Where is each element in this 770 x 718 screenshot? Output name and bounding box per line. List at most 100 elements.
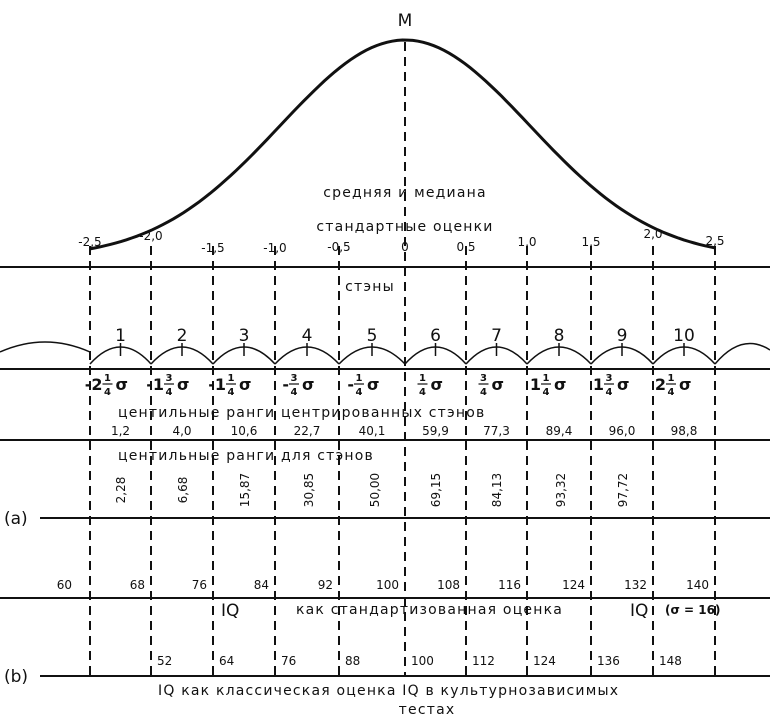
sten-percentile: 15,87 [238,473,252,507]
sigma-numerator: 3 [291,373,298,384]
sigma-numerator: 1 [228,373,235,384]
mean-label: M [398,11,413,31]
iq-standardized-value: 108 [437,578,460,592]
sten-number: 4 [302,326,313,346]
iq-standardized-prefix: IQ [221,601,239,621]
z-score-label: -0,5 [327,240,350,254]
z-score-label: -1,0 [263,241,286,255]
sten-number: 10 [673,326,695,346]
iq-classic-label-line1: IQ как классическая оценка IQ в культурн… [158,683,619,699]
sigma-denominator: 4 [356,387,363,398]
sigma-denominator: 4 [419,387,426,398]
sigma-numerator: 3 [166,373,173,384]
sigma-denominator: 4 [480,387,487,398]
centered-percentile: 40,1 [359,424,386,438]
centered-percentile: 22,7 [294,424,321,438]
iq-classic-value: 100 [411,654,434,668]
sigma-symbol: σ [617,375,629,394]
iq-standardized-value: 124 [562,578,585,592]
iq-classic-value: 112 [472,654,495,668]
iq-standardized-label: как стандартизованная оценка [296,602,563,618]
sigma-symbol: σ [679,375,691,394]
iq-sigma-label: (σ = 16) [665,603,720,617]
normal-curve [89,38,716,251]
sigma-symbol: σ [554,375,566,394]
sigma-denominator: 4 [291,387,298,398]
sigma-denominator: 4 [166,387,173,398]
z-score-label: 1,5 [581,235,600,249]
z-score-label: 0,5 [456,240,475,254]
sigma-symbol: σ [431,375,443,394]
centered-percentiles-label: центильные ранги центрированных стэнов [118,405,485,421]
z-score-label: -2,0 [139,229,162,243]
sten-number: 5 [367,326,378,346]
sten-percentile: 30,85 [302,473,316,507]
iq-standardized-value: 76 [192,578,207,592]
sten-number: 2 [177,326,188,346]
sten-percentile: 50,00 [368,473,382,507]
centered-percentile: 1,2 [111,424,130,438]
iq-classic-value: 52 [157,654,172,668]
centered-percentile: 59,9 [422,424,449,438]
sten-arc [714,342,770,365]
sten-percentile: 69,15 [429,473,443,507]
sigma-numerator: 1 [104,373,111,384]
iq-classic-value: 136 [597,654,620,668]
sigma-numerator: 1 [668,373,675,384]
sigma-denominator: 4 [668,387,675,398]
iq-classic-label-line2: тестах [399,702,456,718]
iq-classic-value: 88 [345,654,360,668]
sten-number: 1 [115,326,126,346]
sigma-whole: -2 [85,375,103,394]
sigma-denominator: 4 [104,387,111,398]
sigma-symbol: σ [239,375,251,394]
z-score-label: -1,5 [201,241,224,255]
sten-number: 3 [239,326,250,346]
sten-number: 7 [491,326,502,346]
sten-arc [0,341,91,353]
sten-number: 6 [430,326,441,346]
z-score-label: 2,5 [705,234,724,248]
stens-label: стэны [345,279,395,295]
centered-percentile: 77,3 [483,424,510,438]
z-score-label: 1,0 [517,235,536,249]
sigma-symbol: σ [492,375,504,394]
iq-standardized-value: 60 [57,578,72,592]
sigma-whole: 2 [655,375,666,394]
centered-percentile: 98,8 [671,424,698,438]
sten-percentiles-label: центильные ранги для стэнов [118,448,374,464]
z-score-label: 2,0 [643,227,662,241]
centered-percentile: 89,4 [546,424,573,438]
mean-median-label: средняя и медиана [323,185,487,201]
iq-standardized-value: 92 [318,578,333,592]
row-b-label: (b) [4,667,28,687]
iq-classic-value: 124 [533,654,556,668]
centered-percentile: 96,0 [609,424,636,438]
iq-standardized-iq: IQ [630,601,648,621]
sigma-whole: 1 [593,375,604,394]
sigma-symbol: σ [177,375,189,394]
sigma-numerator: 3 [606,373,613,384]
z-score-label: -2,5 [78,235,101,249]
sigma-whole: -1 [208,375,226,394]
standard-scores-label: стандартные оценки [316,219,493,235]
sigma-whole: - [282,375,289,394]
sten-percentile: 84,13 [490,473,504,507]
row-a-label: (a) [4,509,28,529]
sten-arcs [0,341,770,365]
